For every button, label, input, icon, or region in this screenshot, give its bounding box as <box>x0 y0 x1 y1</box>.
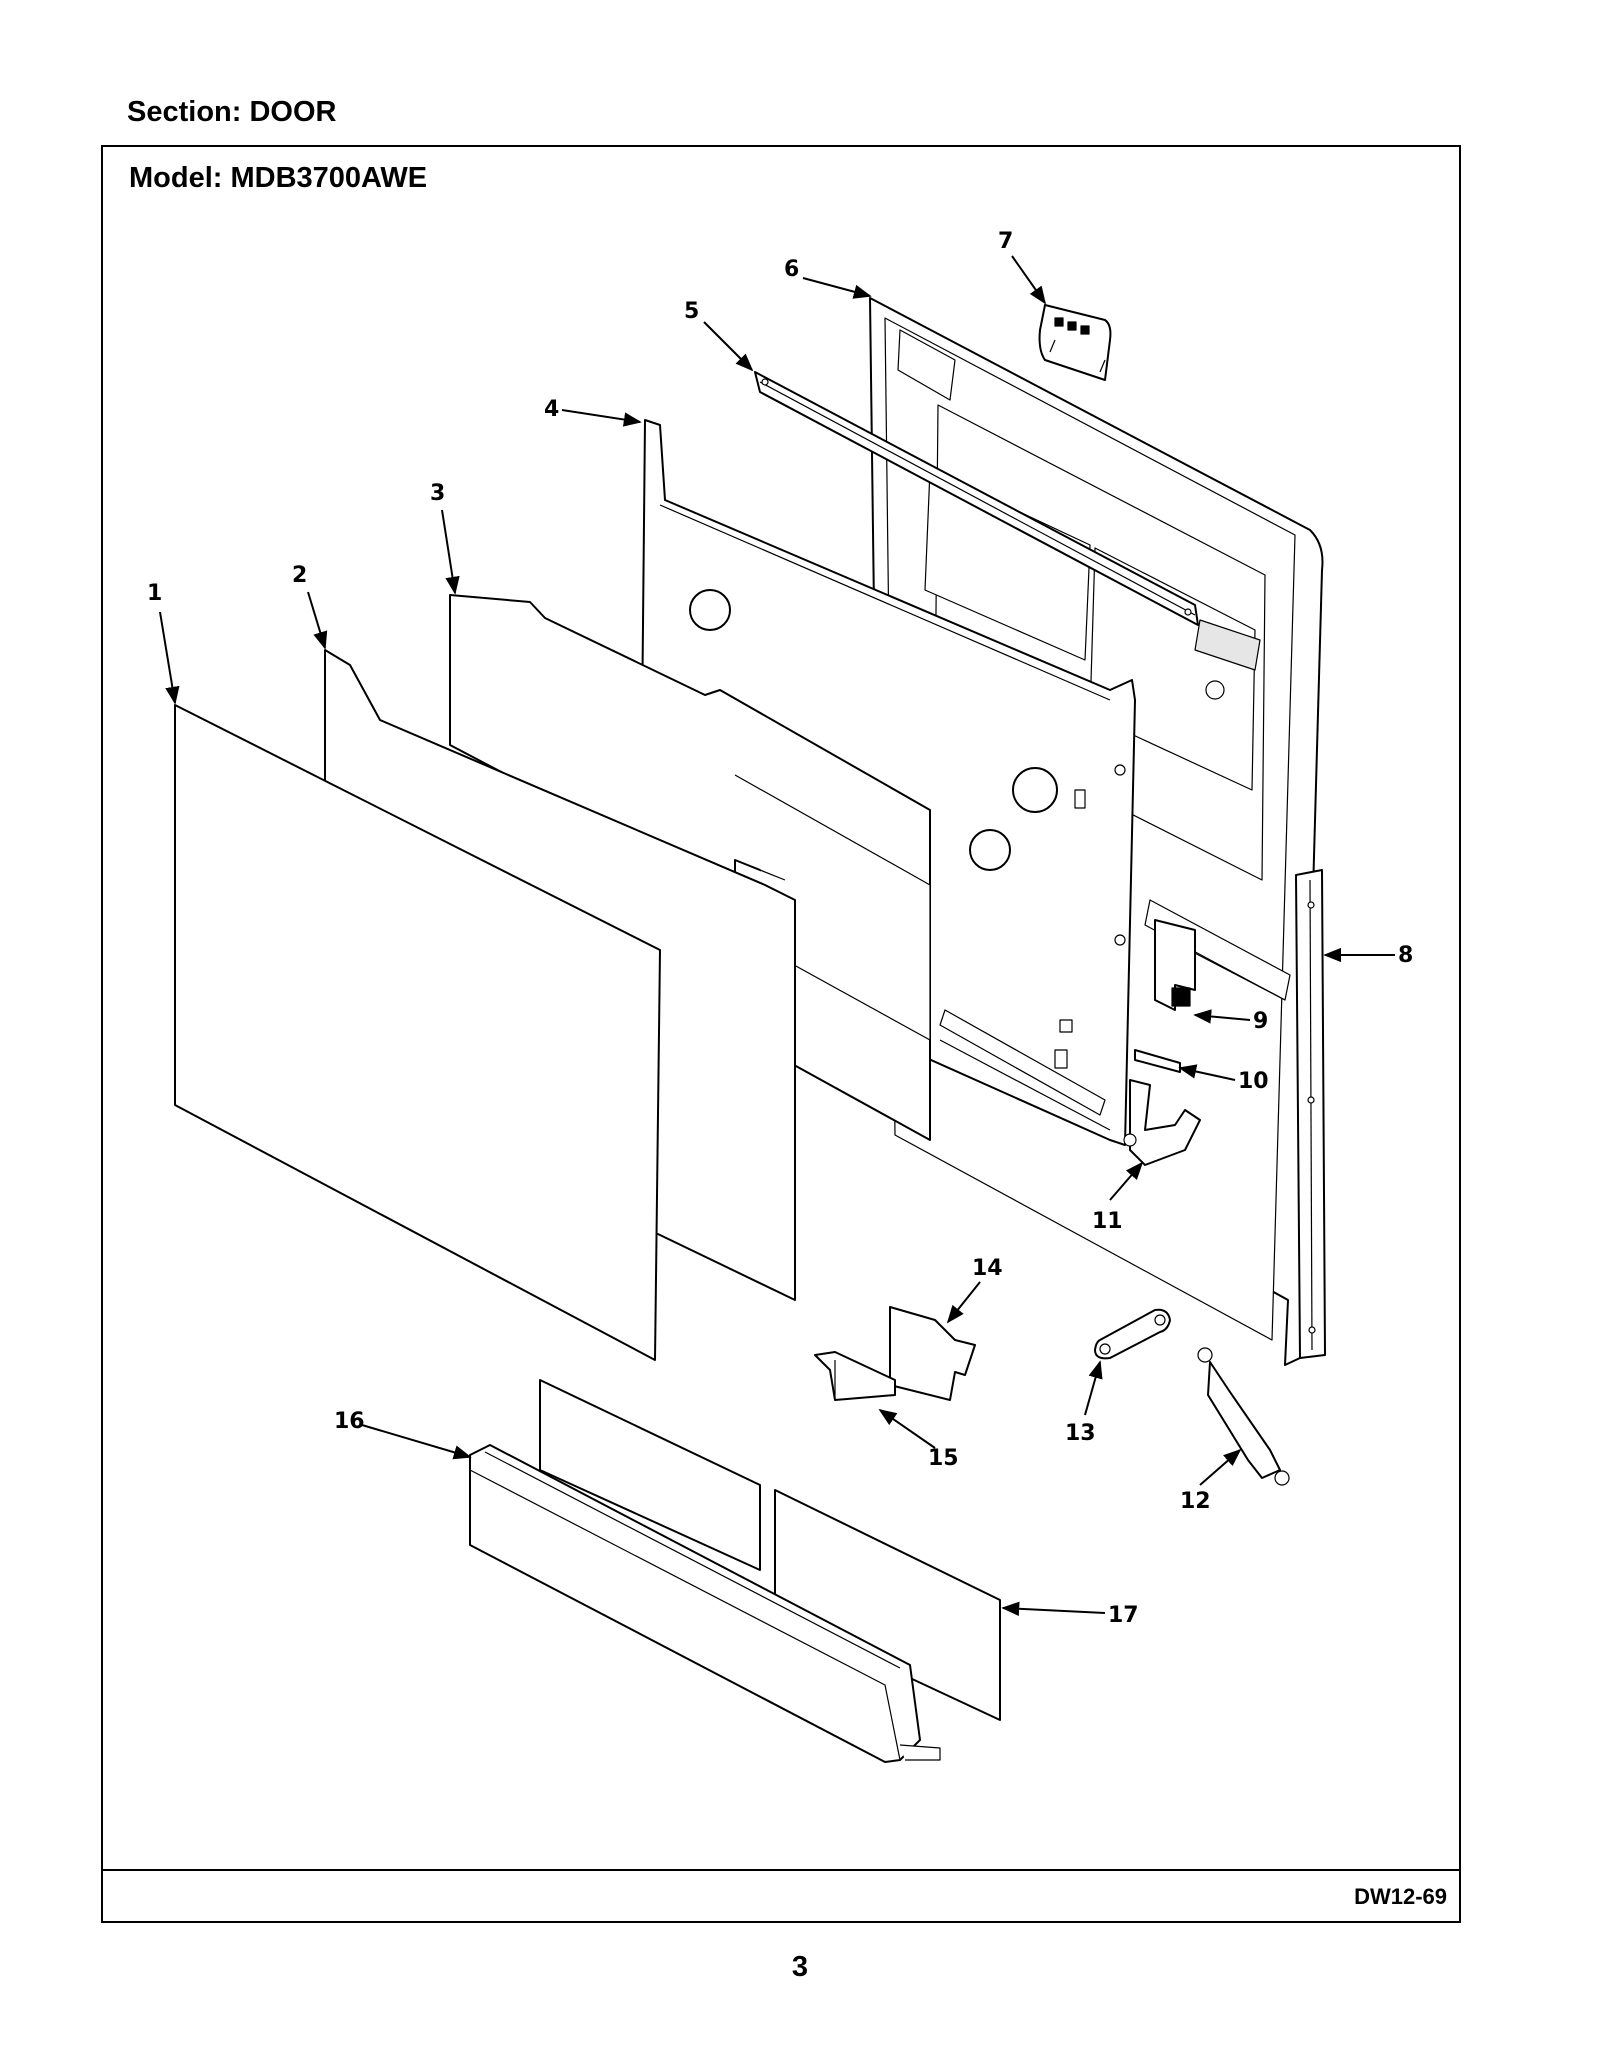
callout-6: 6 <box>784 257 799 282</box>
diagram-code: DW12-69 <box>1354 1884 1447 1909</box>
callout-15: 15 <box>928 1446 959 1471</box>
callout-labels: 1 2 3 4 5 6 7 8 9 10 11 12 13 14 15 16 1… <box>147 229 1413 1628</box>
callout-17: 17 <box>1108 1603 1139 1628</box>
callout-16: 16 <box>334 1409 365 1434</box>
part-11-hinge <box>1123 1079 1201 1166</box>
diagram-frame: Model: MDB3700AWE DW12-69 <box>101 145 1461 1923</box>
callout-1: 1 <box>147 581 162 606</box>
part-13-link <box>1094 1308 1171 1360</box>
part-12-spring <box>1197 1347 1290 1486</box>
part-15-latch-bracket <box>814 1351 896 1401</box>
page-number: 3 <box>791 1951 809 1983</box>
part-14-bracket-plate <box>889 1306 976 1401</box>
model-title: Model: MDB3700AWE <box>129 162 428 194</box>
callout-3: 3 <box>430 481 445 506</box>
callout-12: 12 <box>1180 1489 1211 1514</box>
callout-4: 4 <box>544 397 559 422</box>
callout-14: 14 <box>972 1256 1003 1281</box>
part-5-top-rail <box>754 371 1199 626</box>
section-title: Section: DOOR <box>127 96 337 128</box>
part-16-console <box>469 1444 941 1763</box>
part-1-outer-door-panel <box>174 704 661 1361</box>
leader-lines <box>159 255 1395 1616</box>
callout-9: 9 <box>1253 1009 1268 1034</box>
part-7-vent-assembly <box>1038 304 1112 381</box>
callout-2: 2 <box>292 563 307 588</box>
callout-10: 10 <box>1238 1069 1269 1094</box>
part-9-bracket <box>1154 919 1196 1011</box>
callout-11: 11 <box>1092 1209 1123 1234</box>
callout-7: 7 <box>998 229 1013 254</box>
footer-divider <box>103 1869 1459 1871</box>
part-17-lower-insulation <box>539 1379 1001 1721</box>
callout-8: 8 <box>1398 943 1413 968</box>
callout-5: 5 <box>684 299 699 324</box>
part-8-side-trim <box>1295 869 1326 1359</box>
callout-13: 13 <box>1065 1421 1096 1446</box>
